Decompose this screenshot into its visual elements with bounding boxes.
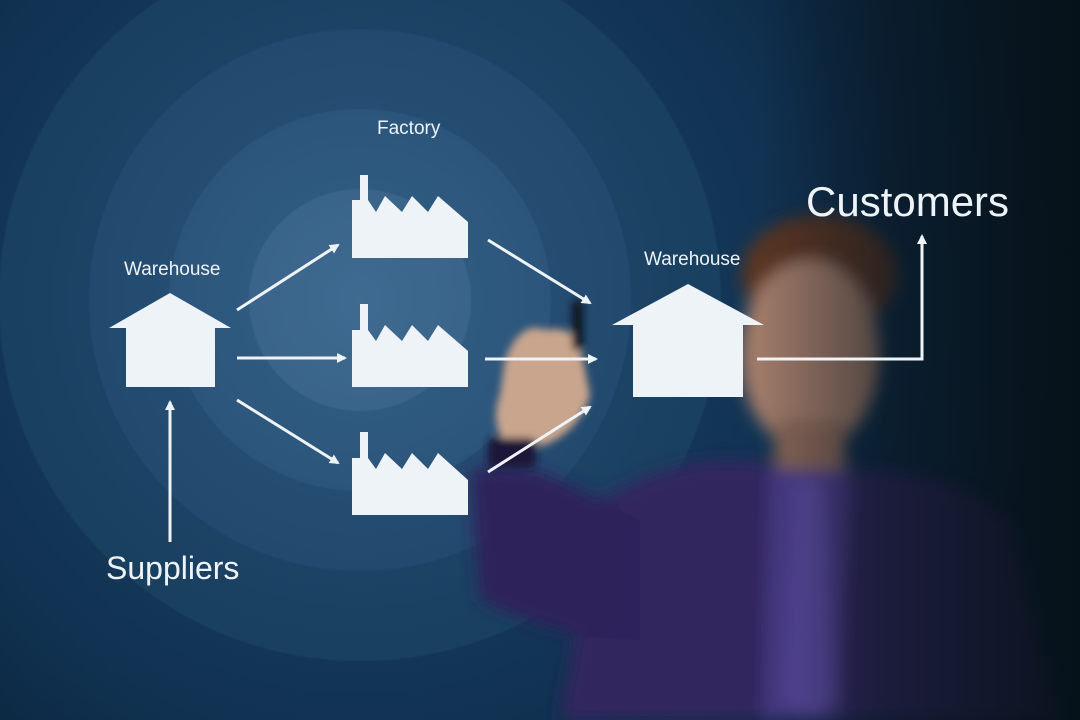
arrow-icon	[236, 243, 340, 312]
warehouse-left-label: Warehouse	[124, 259, 221, 280]
arrow-icon	[487, 405, 592, 474]
factory-icon	[352, 304, 468, 387]
arrow-icon	[236, 398, 340, 465]
arrow-icon	[487, 238, 592, 305]
customers-label: Customers	[806, 178, 1010, 225]
factory-label: Factory	[377, 118, 441, 139]
arrow-icon	[757, 234, 927, 361]
warehouse-icon	[109, 293, 231, 387]
suppliers-label: Suppliers	[106, 550, 240, 586]
warehouse-icon	[612, 284, 764, 397]
warehouse-right-label: Warehouse	[644, 249, 741, 270]
factory-icon	[352, 432, 468, 515]
factory-icon	[352, 175, 468, 258]
